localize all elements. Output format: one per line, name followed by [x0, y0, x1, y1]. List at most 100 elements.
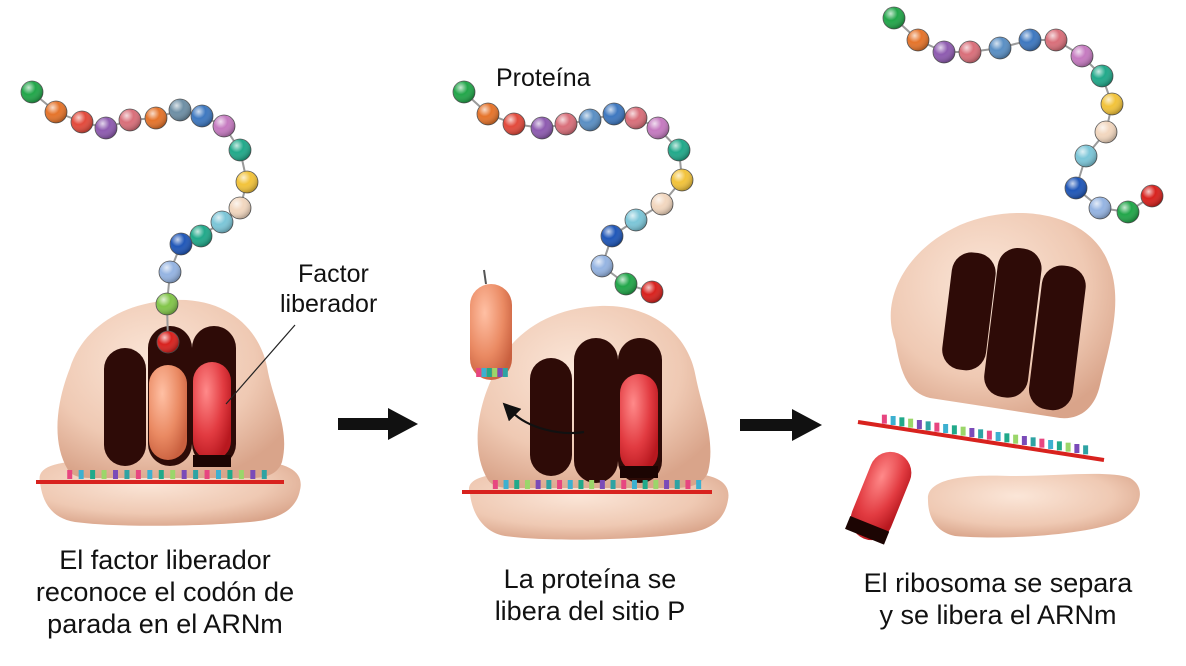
amino-acid-bead-shine	[641, 281, 663, 303]
released-trna-anticodon	[476, 368, 508, 377]
released-release-factor-tip	[845, 515, 890, 545]
protein-chain	[882, 6, 1164, 224]
nucleotide	[951, 425, 957, 435]
amino-acid-bead-shine	[1065, 177, 1087, 199]
protein-chain	[20, 80, 259, 354]
nucleotide	[238, 470, 244, 479]
nucleotide	[227, 470, 233, 479]
nucleotide	[250, 470, 256, 479]
amino-acid-bead-shine	[477, 103, 499, 125]
trna-e-site	[530, 358, 572, 476]
amino-acid-bead-shine	[21, 81, 43, 103]
nucleotide	[978, 429, 984, 439]
amino-acid-bead-shine	[579, 109, 601, 131]
amino-acid-bead-shine	[625, 107, 647, 129]
amino-acid-bead-shine	[555, 113, 577, 135]
nucleotide	[261, 470, 267, 479]
protein-chain	[452, 80, 694, 304]
nucleotide	[113, 470, 118, 479]
amino-acid-bead-shine	[907, 29, 929, 51]
release-factor-pointer	[225, 324, 296, 405]
nucleotide	[890, 416, 896, 425]
amino-acid-bead-shine	[190, 225, 212, 247]
nucleotide	[481, 368, 487, 377]
nucleotide	[497, 368, 503, 377]
amino-acid-bead-shine	[1045, 29, 1067, 51]
caption-step-1: El factor liberador reconoce el codón de…	[35, 545, 295, 639]
released-release-factor	[850, 451, 912, 541]
nucleotide	[90, 470, 96, 479]
nucleotide	[158, 470, 164, 479]
caption-step-2: La proteína se libera del sitio P	[494, 564, 686, 626]
nucleotide	[216, 470, 221, 479]
nucleotide	[986, 430, 992, 440]
nucleotide	[204, 470, 210, 479]
amino-acid-bead-shine	[45, 101, 67, 123]
amino-acid-bead-shine	[1117, 201, 1139, 223]
nucleotide	[664, 480, 670, 489]
release-factor-label-line2: liberador	[280, 290, 378, 318]
nucleotide	[1074, 444, 1080, 453]
mrna-codons	[881, 414, 1089, 455]
nucleotide	[524, 480, 530, 489]
nucleotide	[674, 480, 680, 489]
caption-step-3: El ribosoma se separa y se libera el ARN…	[863, 568, 1133, 630]
amino-acid-bead-shine	[959, 41, 981, 63]
release-factor-label-line1: Factor	[298, 260, 369, 288]
nucleotide	[514, 480, 520, 489]
nucleotide	[696, 480, 702, 489]
nucleotide	[934, 422, 940, 432]
nucleotide	[101, 470, 107, 479]
amino-acid-bead-shine	[883, 7, 905, 29]
nucleotide	[1021, 436, 1027, 445]
nucleotide	[621, 480, 627, 489]
amino-acid-bead-shine	[157, 331, 179, 353]
nucleotide	[1004, 433, 1010, 443]
amino-acid-bead-shine	[531, 117, 553, 139]
nucleotide	[181, 470, 187, 479]
amino-acid-bead-shine	[229, 197, 251, 219]
trna-e-site	[104, 348, 146, 466]
nucleotide	[969, 428, 975, 437]
nucleotide	[631, 480, 637, 489]
amino-acid-bead-shine	[1091, 65, 1113, 87]
nucleotide	[1013, 434, 1019, 444]
amino-acid-bead-shine	[1141, 185, 1163, 207]
release-factor	[193, 362, 231, 460]
nucleotide	[1083, 445, 1089, 455]
ribosome-small-subunit	[927, 473, 1140, 538]
nucleotide	[881, 414, 887, 424]
amino-acid-bead-shine	[1019, 29, 1041, 51]
released-trna-stem	[483, 269, 487, 285]
nucleotide	[642, 480, 648, 489]
nucleotide	[502, 368, 508, 377]
nucleotide	[546, 480, 552, 489]
nucleotide	[193, 470, 199, 479]
amino-acid-bead-shine	[651, 193, 673, 215]
amino-acid-bead-shine	[213, 115, 235, 137]
nucleotide	[685, 480, 691, 489]
amino-acid-bead-shine	[236, 171, 258, 193]
release-factor	[620, 374, 658, 472]
amino-acid-bead-shine	[170, 233, 192, 255]
mrna-codons	[67, 470, 267, 479]
nucleotide	[557, 480, 563, 489]
trna-p-site-dark	[574, 338, 618, 483]
nucleotide	[653, 480, 659, 489]
amino-acid-bead-shine	[671, 169, 693, 191]
amino-acid-bead-shine	[119, 109, 141, 131]
ribosome-small-subunit	[468, 472, 729, 540]
step-arrow-1	[338, 408, 418, 440]
amino-acid-bead-shine	[191, 105, 213, 127]
amino-acid-bead-shine	[603, 103, 625, 125]
amino-acid-bead-shine	[615, 273, 637, 295]
nucleotide	[170, 470, 176, 479]
nucleotide	[567, 480, 573, 489]
release-factor-tip	[620, 466, 658, 478]
nucleotide	[908, 418, 914, 428]
nucleotide	[599, 480, 605, 489]
amino-acid-bead-shine	[229, 139, 251, 161]
nucleotide	[899, 417, 905, 427]
amino-acid-bead-shine	[1071, 45, 1093, 67]
